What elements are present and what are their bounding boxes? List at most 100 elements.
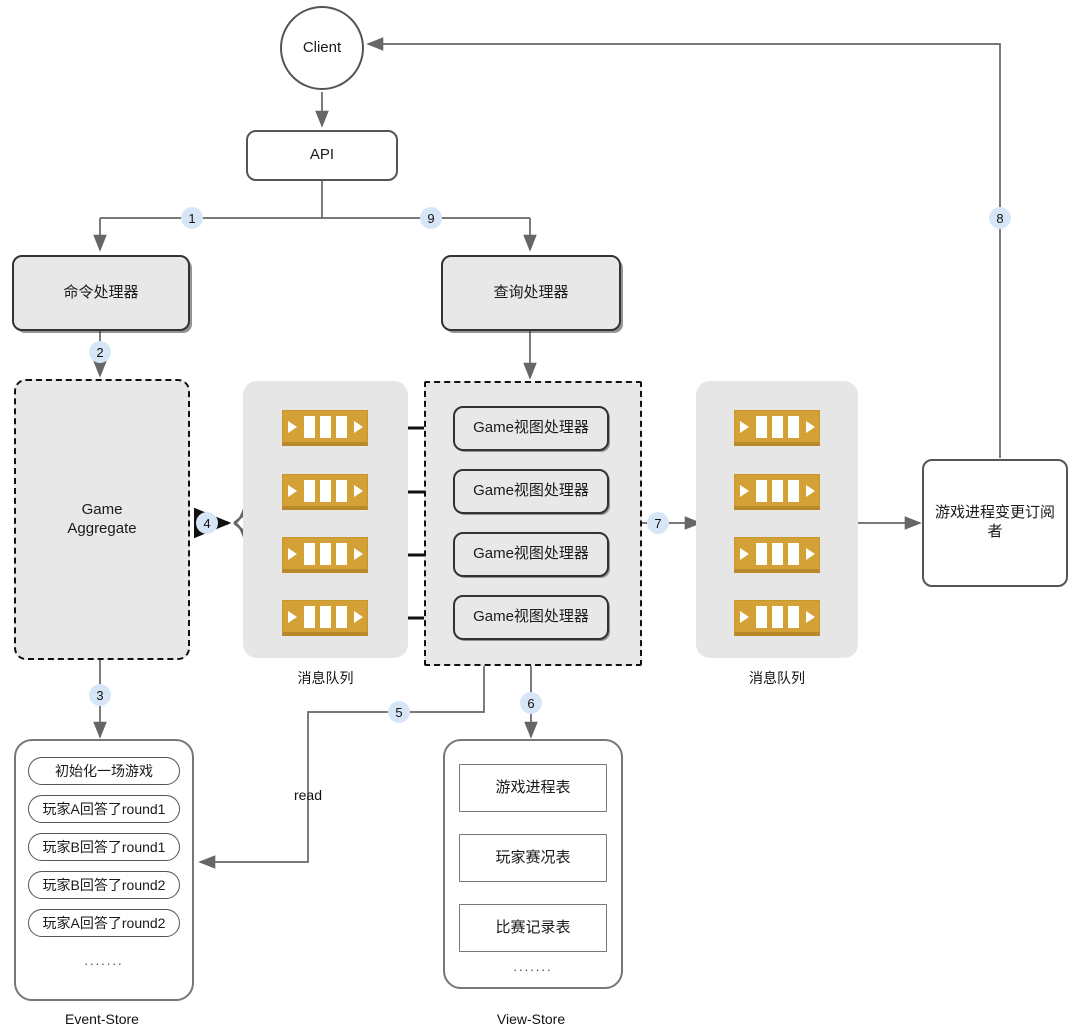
game-aggregate-label-line1: Game [81, 500, 123, 518]
step-badge-3: 3 [89, 684, 111, 706]
play-triangle-left-icon [287, 420, 297, 433]
play-triangle-left-icon [739, 610, 749, 623]
event-store-item-label: 玩家A回答了round1 [42, 801, 166, 817]
view-store-node[interactable]: 游戏进程表 玩家赛况表 比赛记录表 ....... [443, 739, 623, 989]
play-triangle-left-icon [287, 610, 297, 623]
step-badge-label: 8 [996, 210, 1004, 226]
view-handler-box[interactable]: Game视图处理器 [453, 469, 609, 514]
event-store-item[interactable]: 玩家B回答了round2 [28, 871, 180, 899]
event-store-item-label: 玩家B回答了round2 [42, 877, 166, 893]
play-triangle-left-icon [739, 484, 749, 497]
step-badge-label: 1 [188, 210, 196, 226]
play-triangle-left-icon [739, 547, 749, 560]
queue-bar [755, 479, 767, 502]
queue-bar [755, 415, 767, 438]
client-label: Client [302, 38, 342, 56]
event-store-item[interactable]: 初始化一场游戏 [28, 757, 180, 785]
event-store-item[interactable]: 玩家A回答了round1 [28, 795, 180, 823]
subscriber-node[interactable]: 游戏进程变更订阅者 [922, 459, 1068, 587]
queue-bar [755, 605, 767, 628]
play-triangle-right-icon [353, 420, 363, 433]
message-queue-icon[interactable] [734, 474, 820, 510]
queue-bar [303, 542, 315, 565]
step-badge-label: 2 [96, 344, 104, 360]
message-queue-icon[interactable] [734, 537, 820, 573]
message-queue-icon[interactable] [734, 410, 820, 446]
view-handler-label: Game视图处理器 [473, 608, 589, 626]
view-handler-label: Game视图处理器 [473, 545, 589, 563]
view-store-caption: View-Store [496, 1011, 566, 1027]
event-store-caption: Event-Store [65, 1011, 139, 1027]
play-triangle-right-icon [805, 420, 815, 433]
queue-bar [319, 542, 331, 565]
queue-bar [771, 542, 783, 565]
step-badge-7: 7 [647, 512, 669, 534]
play-triangle-left-icon [287, 547, 297, 560]
step-badge-label: 4 [203, 515, 211, 531]
step-badge-4: 4 [196, 512, 218, 534]
view-store-more-label: ....... [513, 958, 553, 974]
client-node[interactable]: Client [280, 6, 364, 90]
event-store-item-label: 玩家B回答了round1 [42, 839, 166, 855]
message-queue-icon[interactable] [282, 537, 368, 573]
view-handler-box[interactable]: Game视图处理器 [453, 595, 609, 640]
play-triangle-left-icon [739, 420, 749, 433]
step-badge-2: 2 [89, 341, 111, 363]
step-badge-label: 6 [527, 695, 535, 711]
play-triangle-right-icon [805, 484, 815, 497]
queue-bar [787, 605, 799, 628]
play-triangle-right-icon [353, 547, 363, 560]
queue-bar [787, 542, 799, 565]
view-handler-box[interactable]: Game视图处理器 [453, 532, 609, 577]
play-triangle-left-icon [287, 484, 297, 497]
queue-bar [335, 605, 347, 628]
queue-bar [771, 415, 783, 438]
event-store-item-label: 玩家A回答了round2 [42, 915, 166, 931]
api-node[interactable]: API [246, 130, 398, 181]
queue-bar [303, 479, 315, 502]
read-edge-label: read [293, 787, 323, 803]
view-store-table-label: 玩家赛况表 [495, 848, 571, 866]
step-badge-label: 9 [427, 210, 435, 226]
view-store-table-label: 游戏进程表 [495, 778, 571, 796]
event-store-item[interactable]: 玩家B回答了round1 [28, 833, 180, 861]
view-store-table[interactable]: 比赛记录表 [459, 904, 607, 952]
queue-bar [303, 415, 315, 438]
event-store-more: ....... [28, 947, 180, 973]
game-aggregate-node[interactable]: Game Aggregate [14, 379, 190, 660]
message-queue-icon[interactable] [282, 410, 368, 446]
queue-bar [335, 415, 347, 438]
message-queue-icon[interactable] [734, 600, 820, 636]
game-aggregate-label-line2: Aggregate [67, 519, 137, 537]
queue-bar [335, 479, 347, 502]
queue-bar [319, 415, 331, 438]
query-handler-node[interactable]: 查询处理器 [441, 255, 621, 331]
queue-bar [771, 605, 783, 628]
command-handler-label: 命令处理器 [63, 283, 139, 301]
step-badge-9: 9 [420, 207, 442, 229]
play-triangle-right-icon [353, 484, 363, 497]
message-queue-icon[interactable] [282, 600, 368, 636]
play-triangle-right-icon [805, 547, 815, 560]
query-handler-label: 查询处理器 [493, 283, 569, 301]
api-label: API [309, 146, 335, 164]
view-handler-box[interactable]: Game视图处理器 [453, 406, 609, 451]
view-store-table[interactable]: 玩家赛况表 [459, 834, 607, 882]
queue-bar [319, 479, 331, 502]
step-badge-8: 8 [989, 207, 1011, 229]
event-store-node[interactable]: 初始化一场游戏 玩家A回答了round1 玩家B回答了round1 玩家B回答了… [14, 739, 194, 1001]
event-store-more-label: ....... [84, 952, 124, 968]
view-handler-label: Game视图处理器 [473, 482, 589, 500]
play-triangle-right-icon [805, 610, 815, 623]
queue-bar [771, 479, 783, 502]
message-queue-icon[interactable] [282, 474, 368, 510]
step-badge-label: 7 [654, 515, 662, 531]
event-store-item[interactable]: 玩家A回答了round2 [28, 909, 180, 937]
step-badge-6: 6 [520, 692, 542, 714]
command-handler-node[interactable]: 命令处理器 [12, 255, 190, 331]
view-handler-label: Game视图处理器 [473, 419, 589, 437]
queue-bar [335, 542, 347, 565]
right-message-queue-caption: 消息队列 [749, 670, 805, 686]
view-store-table[interactable]: 游戏进程表 [459, 764, 607, 812]
queue-bar [755, 542, 767, 565]
